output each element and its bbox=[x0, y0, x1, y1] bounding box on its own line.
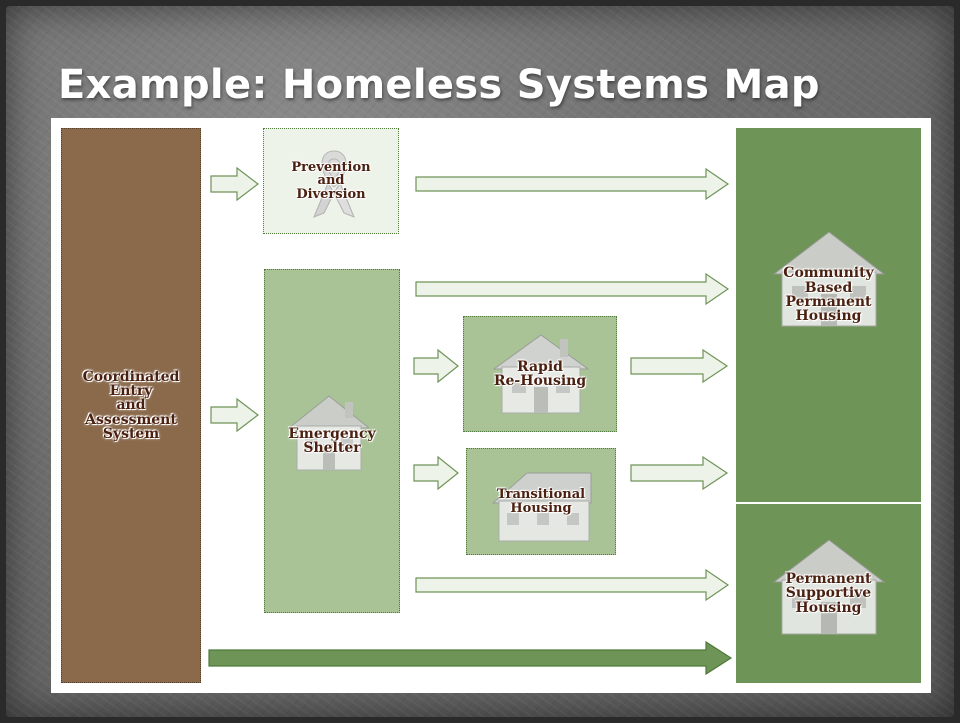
node-emergency-shelter: Emergency Shelter bbox=[264, 269, 400, 613]
slide: Example: Homeless Systems Map Coordinate… bbox=[6, 6, 954, 717]
arrow-shelter-to-rapid bbox=[413, 348, 459, 384]
ribbon-icon bbox=[313, 150, 355, 218]
arrow-rapid-to-community bbox=[630, 348, 729, 384]
node-transitional-housing: Transitional Housing bbox=[466, 448, 616, 555]
arrow-entry-to-prevention bbox=[210, 166, 259, 202]
node-label: Transitional Housing bbox=[496, 487, 586, 516]
node-permanent-supportive-housing: Permanent Supportive Housing bbox=[736, 504, 921, 683]
arrow-shelter-to-transitional bbox=[413, 455, 459, 491]
arrow-entry-to-shelter bbox=[210, 397, 259, 433]
node-label: Permanent Supportive Housing bbox=[785, 571, 872, 616]
house-icon bbox=[492, 334, 590, 414]
node-label: Prevention and Diversion bbox=[291, 160, 371, 202]
node-coordinated-entry: Coordinated Entry and Assessment System bbox=[61, 128, 201, 683]
node-label: Coordinated Entry and Assessment System bbox=[82, 368, 180, 442]
node-prevention: Prevention and Diversion bbox=[263, 128, 399, 234]
arrow-shelter-to-community bbox=[415, 272, 730, 306]
node-community-based-permanent-housing: Community Based Permanent Housing bbox=[736, 128, 921, 502]
arrow-prevention-to-community bbox=[415, 167, 730, 201]
arrow-shelter-to-supportive bbox=[415, 568, 730, 602]
systems-map: Coordinated Entry and Assessment System … bbox=[51, 118, 931, 693]
house-icon bbox=[772, 231, 886, 327]
node-rapid-rehousing: Rapid Re-Housing bbox=[463, 316, 617, 432]
page-title: Example: Homeless Systems Map bbox=[58, 62, 820, 108]
house-icon bbox=[491, 472, 592, 542]
node-label: Rapid Re-Housing bbox=[493, 358, 587, 389]
arrows-layer bbox=[208, 166, 733, 676]
node-label: Emergency Shelter bbox=[288, 425, 376, 456]
arrow-transitional-to-community bbox=[630, 455, 729, 491]
house-icon bbox=[287, 395, 371, 471]
house-icon bbox=[772, 539, 886, 635]
arrow-entry-to-supportive bbox=[208, 640, 733, 676]
node-label: Community Based Permanent Housing bbox=[783, 265, 874, 325]
